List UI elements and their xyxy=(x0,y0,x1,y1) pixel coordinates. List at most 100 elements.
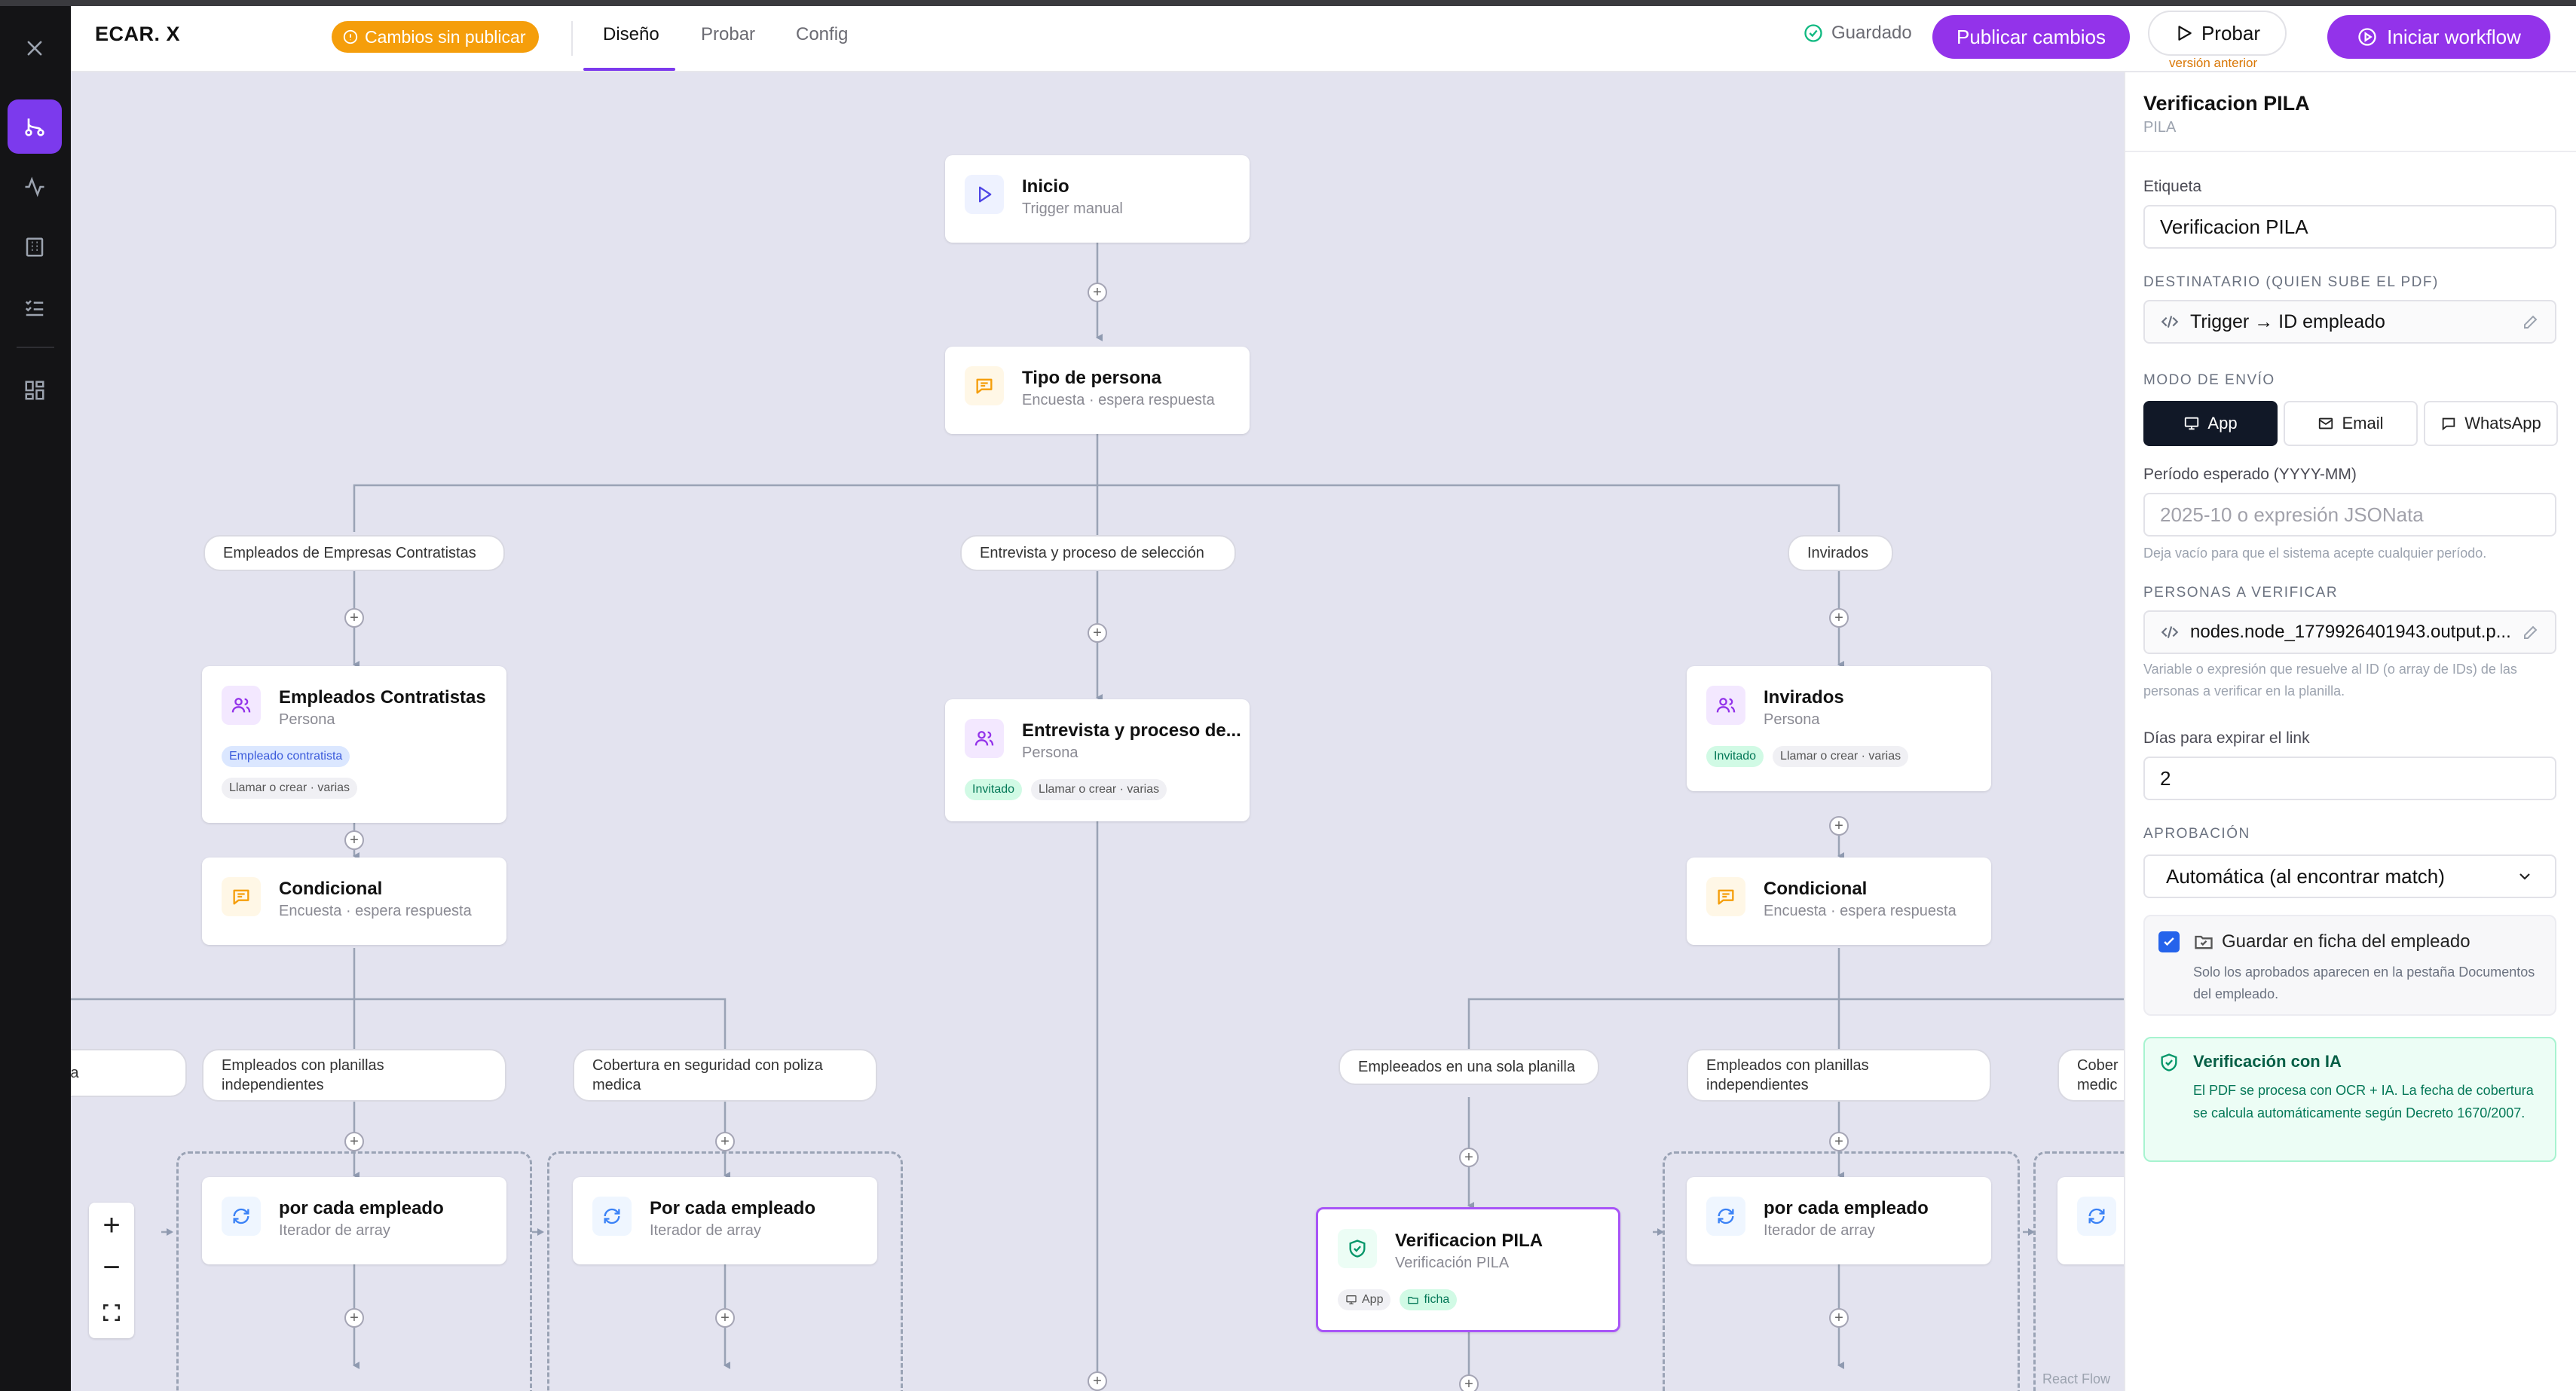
period-input[interactable]: 2025-10 o expresión JSONata xyxy=(2143,493,2556,537)
activity-icon[interactable] xyxy=(8,160,62,214)
tab-diseno[interactable]: Diseño xyxy=(603,24,659,44)
add-step-button[interactable]: + xyxy=(715,1308,735,1328)
mode-email-button[interactable]: Email xyxy=(2284,401,2418,446)
pencil-icon[interactable] xyxy=(2522,313,2540,331)
add-step-button[interactable]: + xyxy=(1829,816,1849,836)
loop-group xyxy=(1663,1151,2020,1391)
message-icon xyxy=(222,877,261,916)
monitor-icon xyxy=(2185,417,2199,430)
node-subtitle: Encuesta · espera respuesta xyxy=(1764,903,1956,919)
mode-app-button[interactable]: App xyxy=(2143,401,2278,446)
saved-status: Guardado xyxy=(1803,23,1912,44)
close-icon[interactable] xyxy=(8,21,62,75)
saved-text: Guardado xyxy=(1831,23,1912,43)
edge-label[interactable]: Entrevista y proceso de selección xyxy=(960,535,1236,571)
approval-caption: APROBACIÓN xyxy=(2143,826,2250,842)
left-rail xyxy=(0,6,71,1391)
edge-label[interactable]: Empleados con planillas independientes xyxy=(1687,1049,1991,1102)
dashboard-icon[interactable] xyxy=(8,363,62,417)
save-to-profile-help: Solo los aprobados aparecen en la pestañ… xyxy=(2193,965,2535,1001)
edge-label[interactable]: illa xyxy=(71,1049,187,1097)
node-empleados-contratistas[interactable]: Empleados Contratistas Persona Empleado … xyxy=(202,666,506,823)
node-title: Empleados Contratistas xyxy=(279,687,486,708)
users-icon xyxy=(965,719,1004,758)
node-condicional[interactable]: Condicional Encuesta · espera respuesta xyxy=(202,858,506,945)
label-input[interactable]: Verificacion PILA xyxy=(2143,205,2556,249)
chat-icon xyxy=(2443,417,2455,431)
zoom-out-button[interactable]: − xyxy=(102,1250,121,1284)
node-entrevista[interactable]: Entrevista y proceso de... Persona Invit… xyxy=(945,699,1250,821)
add-step-button[interactable]: + xyxy=(1088,283,1107,302)
mode-chip: App xyxy=(1338,1289,1391,1310)
add-step-button[interactable]: + xyxy=(344,1132,364,1151)
add-step-button[interactable]: + xyxy=(1088,623,1107,643)
node-subtitle: Encuesta · espera respuesta xyxy=(279,903,472,919)
add-step-button[interactable]: + xyxy=(1088,1371,1107,1391)
fit-view-button[interactable] xyxy=(89,1290,134,1335)
add-step-button[interactable]: + xyxy=(1829,1308,1849,1328)
node-title: Inicio xyxy=(1022,176,1069,197)
add-step-button[interactable]: + xyxy=(715,1132,735,1151)
workflow-icon[interactable] xyxy=(8,99,62,154)
folder-icon xyxy=(1408,1297,1419,1304)
building-icon[interactable] xyxy=(8,220,62,274)
edge-label[interactable]: Empleeados en una sola planilla xyxy=(1338,1049,1599,1085)
add-step-button[interactable]: + xyxy=(344,830,364,850)
approval-select[interactable]: Automática (al encontrar match) xyxy=(2143,854,2556,898)
code-icon xyxy=(2161,626,2179,638)
add-step-button[interactable]: + xyxy=(344,608,364,628)
add-step-button[interactable]: + xyxy=(1829,608,1849,628)
test-button-label: Probar xyxy=(2201,21,2261,44)
start-workflow-label: Iniciar workflow xyxy=(2387,25,2521,48)
react-flow-attribution[interactable]: React Flow xyxy=(2042,1371,2111,1386)
node-condicional[interactable]: Condicional Encuesta · espera respuesta xyxy=(1687,858,1991,945)
tab-probar[interactable]: Probar xyxy=(701,24,756,44)
add-step-button[interactable]: + xyxy=(344,1308,364,1328)
add-step-button[interactable]: + xyxy=(1829,1132,1849,1151)
publish-button[interactable]: Publicar cambios xyxy=(1932,15,2130,59)
workflow-name[interactable]: ECAR. X xyxy=(95,23,181,45)
rail-divider xyxy=(17,347,54,348)
start-workflow-button[interactable]: Iniciar workflow xyxy=(2327,15,2550,59)
flow-canvas[interactable]: Inicio Trigger manual Tipo de persona En… xyxy=(71,72,2124,1391)
mode-whatsapp-button[interactable]: WhatsApp xyxy=(2424,401,2558,446)
node-verificacion-pila[interactable]: Verificacion PILA Verificación PILA App … xyxy=(1316,1207,1620,1332)
edge-label[interactable]: Cobertura en seguridad con poliza medica xyxy=(573,1049,877,1102)
edge-label[interactable]: Cober medic xyxy=(2057,1049,2124,1102)
edge-label[interactable]: Empleados de Empresas Contratistas xyxy=(203,535,505,571)
refresh-icon xyxy=(592,1197,632,1236)
test-version-caption: versión anterior xyxy=(2169,56,2258,70)
mode-caption: MODO DE ENVÍO xyxy=(2143,372,2275,388)
ai-verification-title: Verificación con IA xyxy=(2193,1052,2342,1071)
persons-value: nodes.node_1779926401943.output.p... xyxy=(2190,622,2511,642)
tab-config[interactable]: Config xyxy=(796,24,849,44)
test-button[interactable]: Probar xyxy=(2148,11,2287,56)
node-por-cada-empleado[interactable]: por cada empleado Iterador de array xyxy=(1687,1177,1991,1264)
days-caption: Días para expirar el link xyxy=(2143,729,2310,747)
chevron-down-icon xyxy=(2519,873,2530,880)
node-por-cada-empleado[interactable]: por cada empleado Iterador de array xyxy=(202,1177,506,1264)
node-subtitle: Persona xyxy=(279,711,335,728)
zoom-in-button[interactable]: + xyxy=(102,1208,121,1242)
node-partial[interactable] xyxy=(2057,1177,2124,1264)
node-invirados[interactable]: Invirados Persona Invitado Llamar o crea… xyxy=(1687,666,1991,791)
days-input[interactable]: 2 xyxy=(2143,757,2556,800)
persons-expression-field[interactable]: nodes.node_1779926401943.output.p... xyxy=(2143,610,2556,654)
node-por-cada-empleado[interactable]: Por cada empleado Iterador de array xyxy=(573,1177,877,1264)
pencil-icon[interactable] xyxy=(2522,623,2540,641)
recipient-expression-field[interactable]: Trigger → ID empleado xyxy=(2143,300,2556,344)
checklist-icon[interactable] xyxy=(8,280,62,335)
edge-label[interactable]: Empleados con planillas independientes xyxy=(202,1049,506,1102)
panel-title: Verificacion PILA xyxy=(2143,92,2310,115)
add-step-button[interactable]: + xyxy=(1459,1374,1479,1391)
unpublished-badge: Cambios sin publicar xyxy=(332,21,540,53)
node-inicio[interactable]: Inicio Trigger manual xyxy=(945,155,1250,243)
save-to-profile-checkbox[interactable] xyxy=(2158,931,2180,952)
info-icon xyxy=(343,29,358,44)
recipient-value: Trigger → ID empleado xyxy=(2190,310,2385,332)
add-step-button[interactable]: + xyxy=(1459,1148,1479,1167)
save-chip: ficha xyxy=(1400,1289,1458,1310)
edge-label[interactable]: Invirados xyxy=(1788,535,1893,571)
refresh-icon xyxy=(222,1197,261,1236)
node-tipo-de-persona[interactable]: Tipo de persona Encuesta · espera respue… xyxy=(945,347,1250,434)
